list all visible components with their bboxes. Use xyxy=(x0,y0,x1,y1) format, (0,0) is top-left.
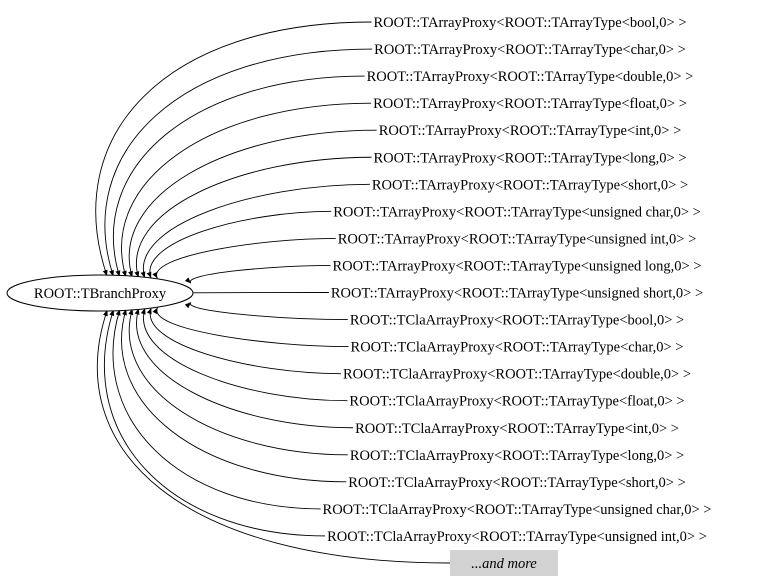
arrowhead-icon xyxy=(134,271,140,278)
inheritance-edge xyxy=(190,301,348,320)
derived-class-node[interactable]: ROOT::TArrayProxy<ROOT::TArrayType<bool,… xyxy=(373,15,686,31)
inheritance-edge xyxy=(112,309,321,510)
derived-class-node[interactable]: ROOT::TClaArrayProxy<ROOT::TArrayType<lo… xyxy=(350,448,684,464)
derived-class-node[interactable]: ROOT::TClaArrayProxy<ROOT::TArrayType<fl… xyxy=(349,394,684,410)
inheritance-edge xyxy=(136,308,354,429)
derived-class-node[interactable]: ROOT::TArrayProxy<ROOT::TArrayType<float… xyxy=(373,96,687,112)
inheritance-edge xyxy=(121,102,372,278)
derived-class-node[interactable]: ROOT::TArrayProxy<ROOT::TArrayType<unsig… xyxy=(338,231,697,247)
inheritance-edge xyxy=(142,183,370,278)
arrowhead-icon xyxy=(140,308,146,315)
derived-class-node[interactable]: ROOT::TClaArrayProxy<ROOT::TArrayType<un… xyxy=(327,529,707,545)
arrowhead-icon xyxy=(184,302,191,309)
inheritance-edge xyxy=(97,309,451,564)
arrowhead-icon xyxy=(146,307,152,315)
arrowhead-icon xyxy=(152,307,158,315)
derived-class-node[interactable]: ROOT::TClaArrayProxy<ROOT::TArrayType<sh… xyxy=(348,475,686,491)
derived-class-node[interactable]: ROOT::TClaArrayProxy<ROOT::TArrayType<bo… xyxy=(350,313,684,329)
derived-class-node[interactable]: ROOT::TClaArrayProxy<ROOT::TArrayType<do… xyxy=(343,367,691,383)
inheritance-edge xyxy=(156,307,349,348)
base-class-label[interactable]: ROOT::TBranchProxy xyxy=(34,286,167,302)
derived-class-node[interactable]: ROOT::TArrayProxy<ROOT::TArrayType<int,0… xyxy=(379,123,682,139)
derived-class-node[interactable]: ROOT::TArrayProxy<ROOT::TArrayType<doubl… xyxy=(367,69,694,85)
arrowhead-icon xyxy=(140,271,146,278)
derived-class-node[interactable]: ROOT::TClaArrayProxy<ROOT::TArrayType<in… xyxy=(355,421,679,437)
more-node[interactable] xyxy=(450,550,558,576)
arrowhead-icon xyxy=(152,271,158,279)
derived-class-node[interactable]: ROOT::TClaArrayProxy<ROOT::TArrayType<un… xyxy=(323,502,712,518)
arrowhead-icon xyxy=(102,269,108,277)
arrowhead-icon xyxy=(134,308,140,315)
arrowhead-icon xyxy=(184,277,191,284)
inheritance-edge xyxy=(128,129,377,278)
derived-class-node[interactable]: ROOT::TArrayProxy<ROOT::TArrayType<char,… xyxy=(374,42,686,58)
base-class-node[interactable] xyxy=(6,274,194,312)
inheritance-edge xyxy=(121,308,347,483)
derived-class-node[interactable]: ROOT::TClaArrayProxy<ROOT::TArrayType<ch… xyxy=(351,340,684,356)
derived-class-node[interactable]: ROOT::TArrayProxy<ROOT::TArrayType<short… xyxy=(372,177,688,193)
derived-class-node[interactable]: ROOT::TArrayProxy<ROOT::TArrayType<unsig… xyxy=(333,204,701,220)
inheritance-edge xyxy=(156,237,336,279)
derived-class-node[interactable]: ROOT::TArrayProxy<ROOT::TArrayType<long,… xyxy=(373,150,686,166)
edges xyxy=(95,21,451,564)
inheritance-edge xyxy=(149,307,341,375)
inheritance-edge xyxy=(104,309,326,537)
inheritance-edge xyxy=(143,308,348,402)
inheritance-edge xyxy=(136,156,372,278)
derived-class-node[interactable]: ROOT::TArrayProxy<ROOT::TArrayType<unsig… xyxy=(331,286,703,302)
inheritance-edge xyxy=(189,265,331,284)
arrowhead-icon xyxy=(146,271,152,279)
inheritance-edge xyxy=(149,210,332,279)
inheritance-edge xyxy=(113,75,365,277)
derived-class-node[interactable]: ROOT::TArrayProxy<ROOT::TArrayType<unsig… xyxy=(332,258,701,274)
inheritance-edge xyxy=(128,308,348,456)
arrowhead-icon xyxy=(103,309,108,317)
more-label[interactable]: ...and more xyxy=(471,556,537,572)
nodes: ROOT::TBranchProxy ROOT::TArrayProxy<ROO… xyxy=(6,15,712,576)
inheritance-edge xyxy=(95,21,372,277)
inheritance-edge xyxy=(104,48,373,277)
